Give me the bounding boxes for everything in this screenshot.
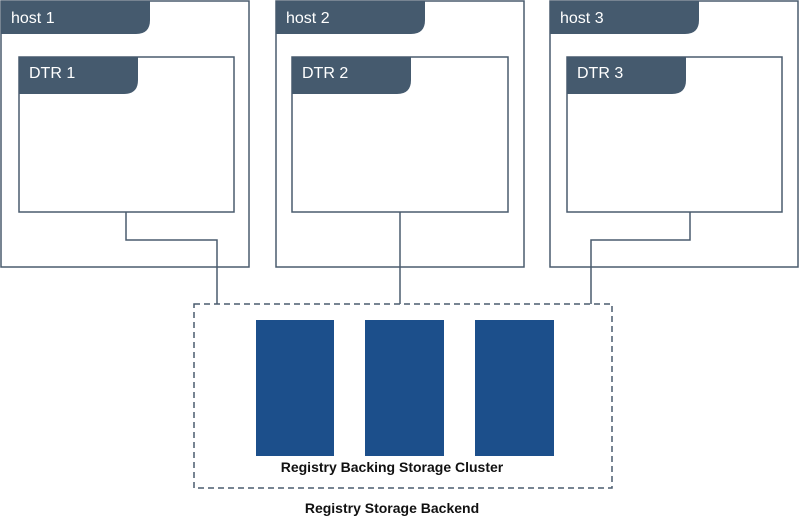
storage-backend-label: Registry Storage Backend xyxy=(305,500,479,516)
dtr-2: DTR 2 xyxy=(291,56,509,213)
dtr-3-label: DTR 3 xyxy=(577,65,623,82)
dtr-2-label: DTR 2 xyxy=(302,65,348,82)
host-2-label: host 2 xyxy=(286,10,330,27)
dtr-1: DTR 1 xyxy=(18,56,235,213)
connector-dtr-1 xyxy=(125,212,218,304)
storage-cluster xyxy=(256,320,554,456)
host-3: host 3 DTR 3 xyxy=(549,0,799,268)
dtr-2-tab xyxy=(292,57,411,94)
connector-dtr-3 xyxy=(590,212,691,304)
storage-backend-boundary xyxy=(193,303,613,489)
storage-node-2 xyxy=(365,320,444,456)
storage-node-3 xyxy=(475,320,554,456)
host-3-tab xyxy=(550,1,699,34)
dtr-3: DTR 3 xyxy=(566,56,783,213)
dtr-1-label: DTR 1 xyxy=(29,65,75,82)
storage-backend: Registry Backing Storage Cluster xyxy=(193,303,613,489)
dtr-1-tab xyxy=(19,57,138,94)
host-1: host 1 DTR 1 xyxy=(0,0,250,268)
host-2-tab xyxy=(276,1,425,34)
host-1-tab xyxy=(1,1,150,34)
host-3-label: host 3 xyxy=(560,10,604,27)
storage-cluster-label: Registry Backing Storage Cluster xyxy=(281,459,504,475)
dtr-3-tab xyxy=(567,57,686,94)
storage-node-1 xyxy=(256,320,334,456)
host-1-label: host 1 xyxy=(11,10,55,27)
